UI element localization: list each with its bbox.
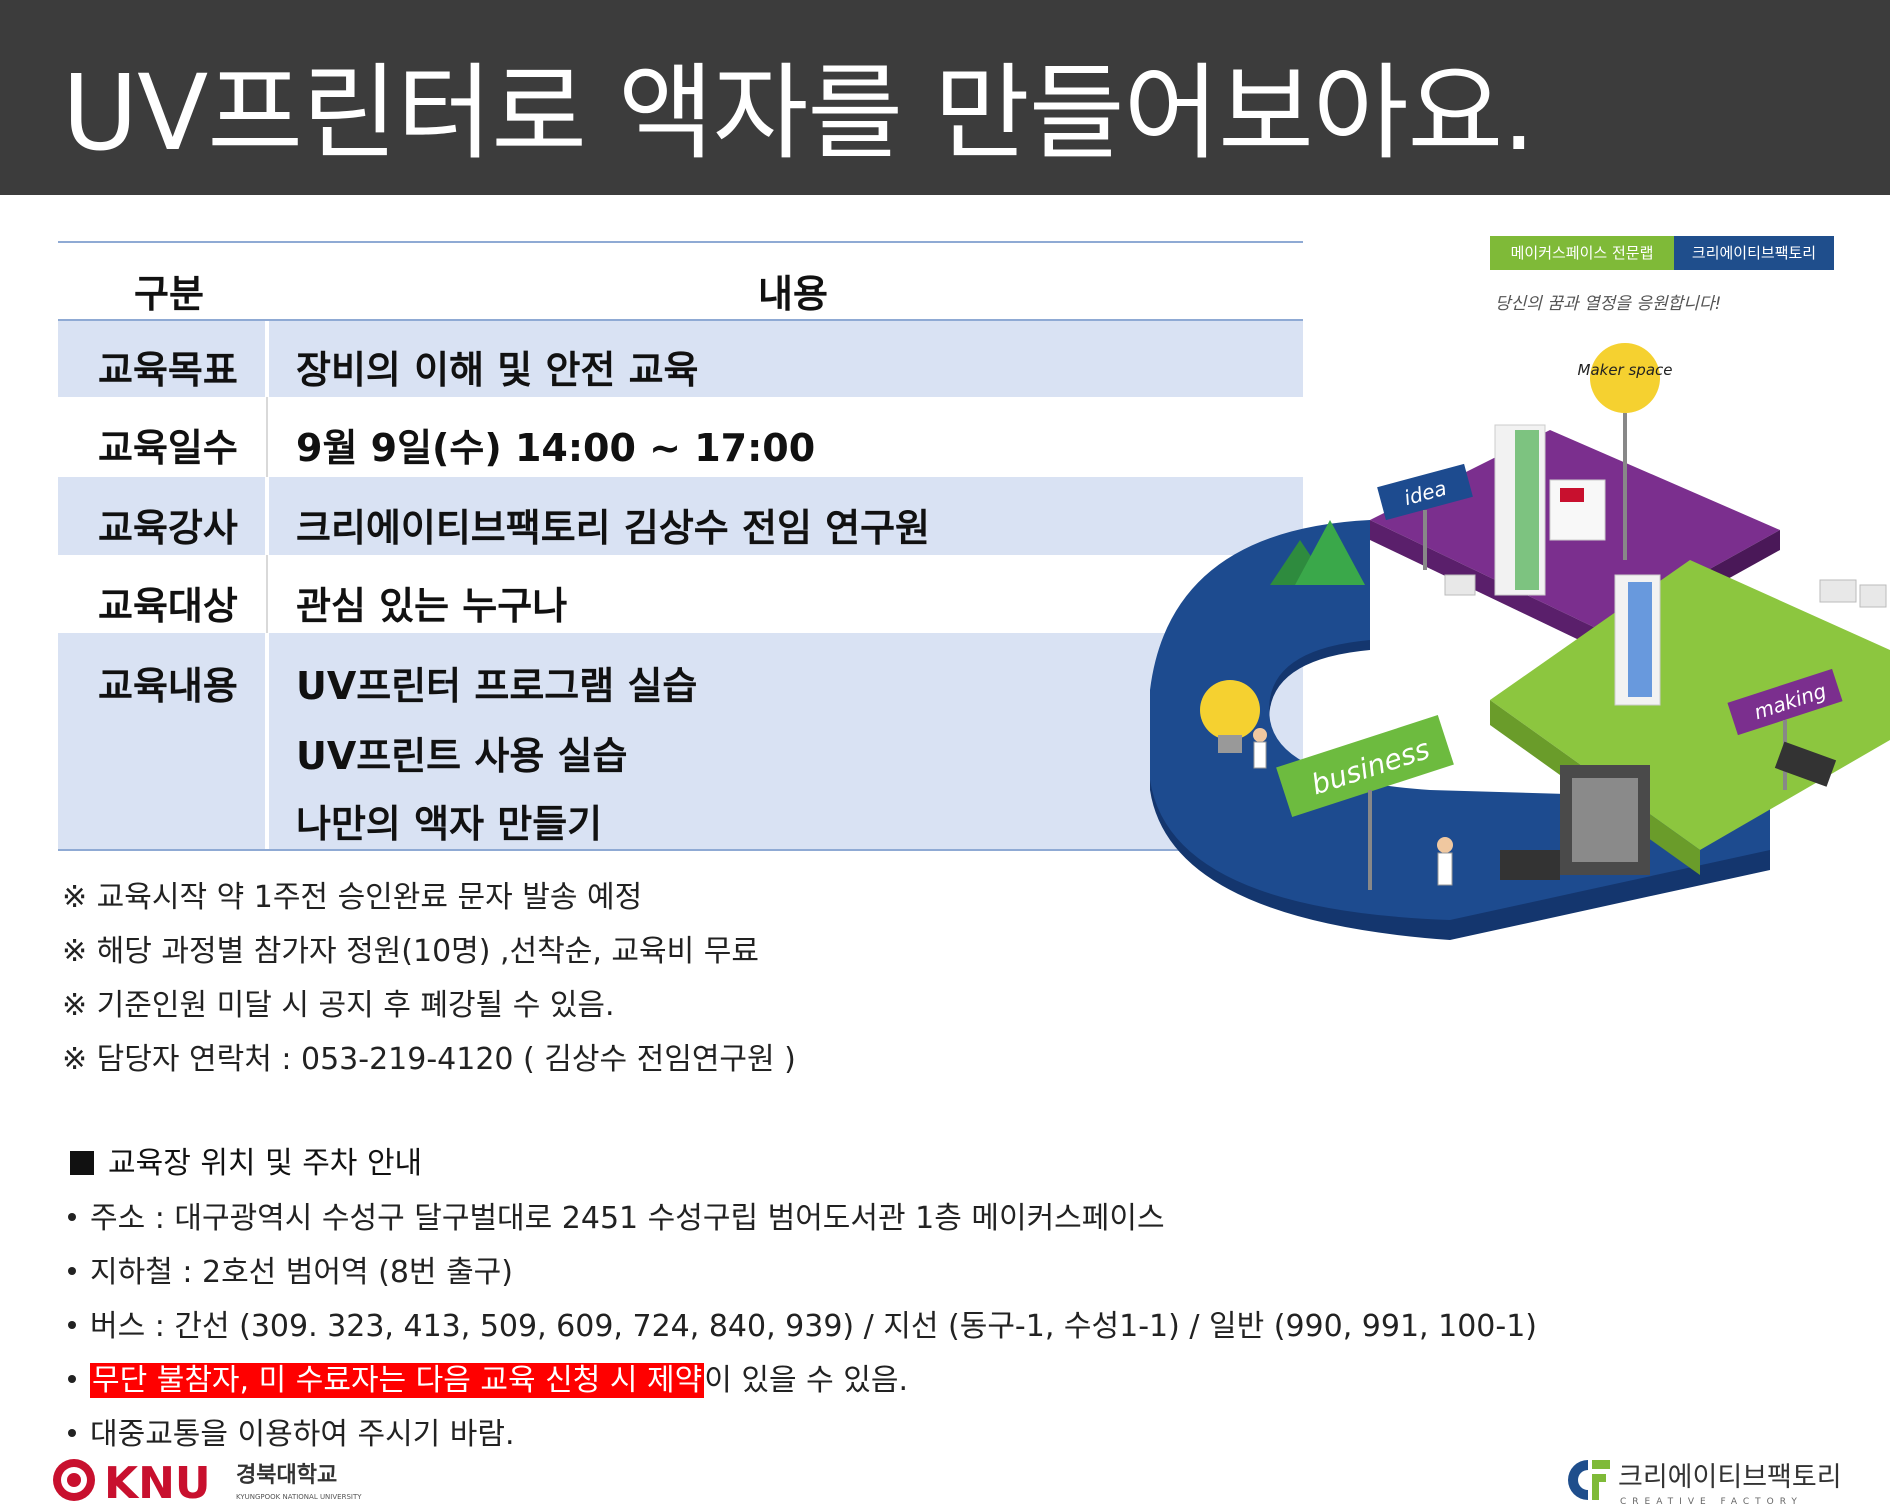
table-row: 교육강사 크리에이티브팩토리 김상수 전임 연구원 [58, 477, 1303, 555]
slogan: 당신의 꿈과 열정을 응원합니다! [1495, 294, 1722, 314]
cf-name: 크리에이티브팩토리 [1618, 1462, 1842, 1493]
cf-name-en: CREATIVE FACTORY [1620, 1497, 1803, 1507]
table-row: 교육일수 9월 9일(수) 14:00 ~ 17:00 [58, 397, 1303, 477]
warning-highlight: 무단 불참자, 미 수료자는 다음 교육 신청 시 제약 [90, 1363, 705, 1398]
bullet-icon [68, 1267, 76, 1275]
knu-name: 경북대학교 [236, 1463, 337, 1488]
location-warning: 무단 불참자, 미 수료자는 다음 교육 신청 시 제약이 있을 수 있음. [68, 1355, 908, 1399]
row-value: UV프린터 프로그램 실습 [296, 664, 698, 708]
row-category: 교육강사 [98, 506, 238, 550]
knu-name-en: KYUNGPOOK NATIONAL UNIVERSITY [236, 1493, 362, 1501]
location-title: 교육장 위치 및 주차 안내 [70, 1138, 422, 1182]
title-bar: UV프린터로 액자를 만들어보아요. [0, 0, 1890, 195]
knu-logo: KNU 경북대학교 KYUNGPOOK NATIONAL UNIVERSITY [53, 1458, 362, 1506]
badge-creative-factory: 크리에이티브팩토리 [1674, 236, 1834, 270]
page-title: UV프린터로 액자를 만들어보아요. [62, 52, 1535, 174]
row-value: 관심 있는 누구나 [296, 584, 568, 628]
table-top-line [58, 241, 1303, 243]
square-bullet-icon [70, 1151, 94, 1175]
table-row: 교육내용 UV프린터 프로그램 실습 UV프린트 사용 실습 나만의 액자 만들… [58, 633, 1303, 849]
row-value: 9월 9일(수) 14:00 ~ 17:00 [296, 426, 816, 470]
row-value: 장비의 이해 및 안전 교육 [296, 348, 699, 392]
bullet-icon [68, 1321, 76, 1329]
location-address: 주소 : 대구광역시 수성구 달구벌대로 2451 수성구립 범어도서관 1층 … [68, 1193, 1165, 1237]
bullet-icon [68, 1213, 76, 1221]
row-value: 크리에이티브팩토리 김상수 전임 연구원 [296, 506, 931, 550]
badge-makerspace: 메이커스페이스 전문랩 [1490, 236, 1674, 270]
bullet-icon [68, 1375, 76, 1383]
location-transit: 대중교통을 이용하여 주시기 바람. [68, 1409, 515, 1453]
table-row: 교육대상 관심 있는 누구나 [58, 555, 1303, 633]
row-category: 교육일수 [98, 426, 238, 470]
makerspace-illustration: Maker space idea making business [1150, 343, 1890, 940]
header-content: 내용 [758, 272, 828, 316]
maker-sign-text: Maker space [1578, 361, 1673, 379]
note-item: ※ 기준인원 미달 시 공지 후 폐강될 수 있음. [62, 988, 615, 1023]
table-header-line [58, 319, 1303, 321]
bullet-icon [68, 1429, 76, 1437]
note-item: ※ 담당자 연락처 : 053-219-4120 ( 김상수 전임연구원 ) [62, 1042, 796, 1077]
row-value: 나만의 액자 만들기 [296, 802, 603, 846]
cf-logo-icon [1568, 1460, 1588, 1500]
row-category: 교육내용 [98, 664, 238, 708]
row-category: 교육대상 [98, 584, 238, 628]
header-category: 구분 [134, 272, 204, 316]
note-item: ※ 교육시작 약 1주전 승인완료 문자 발송 예정 [62, 880, 643, 915]
row-category: 교육목표 [98, 348, 238, 392]
location-bus: 버스 : 간선 (309. 323, 413, 509, 609, 724, 8… [68, 1301, 1537, 1345]
knu-logo-text: KNU [104, 1458, 211, 1506]
table-header: 구분 내용 [58, 243, 1303, 319]
location-subway: 지하철 : 2호선 범어역 (8번 출구) [68, 1247, 513, 1291]
creative-factory-logo: 크리에이티브팩토리 CREATIVE FACTORY [1568, 1460, 1842, 1507]
table-row: 교육목표 장비의 이해 및 안전 교육 [58, 321, 1303, 397]
row-value: UV프린트 사용 실습 [296, 734, 628, 778]
note-item: ※ 해당 과정별 참가자 정원(10명) ,선착순, 교육비 무료 [62, 934, 759, 969]
table-bottom-line [58, 849, 1303, 851]
